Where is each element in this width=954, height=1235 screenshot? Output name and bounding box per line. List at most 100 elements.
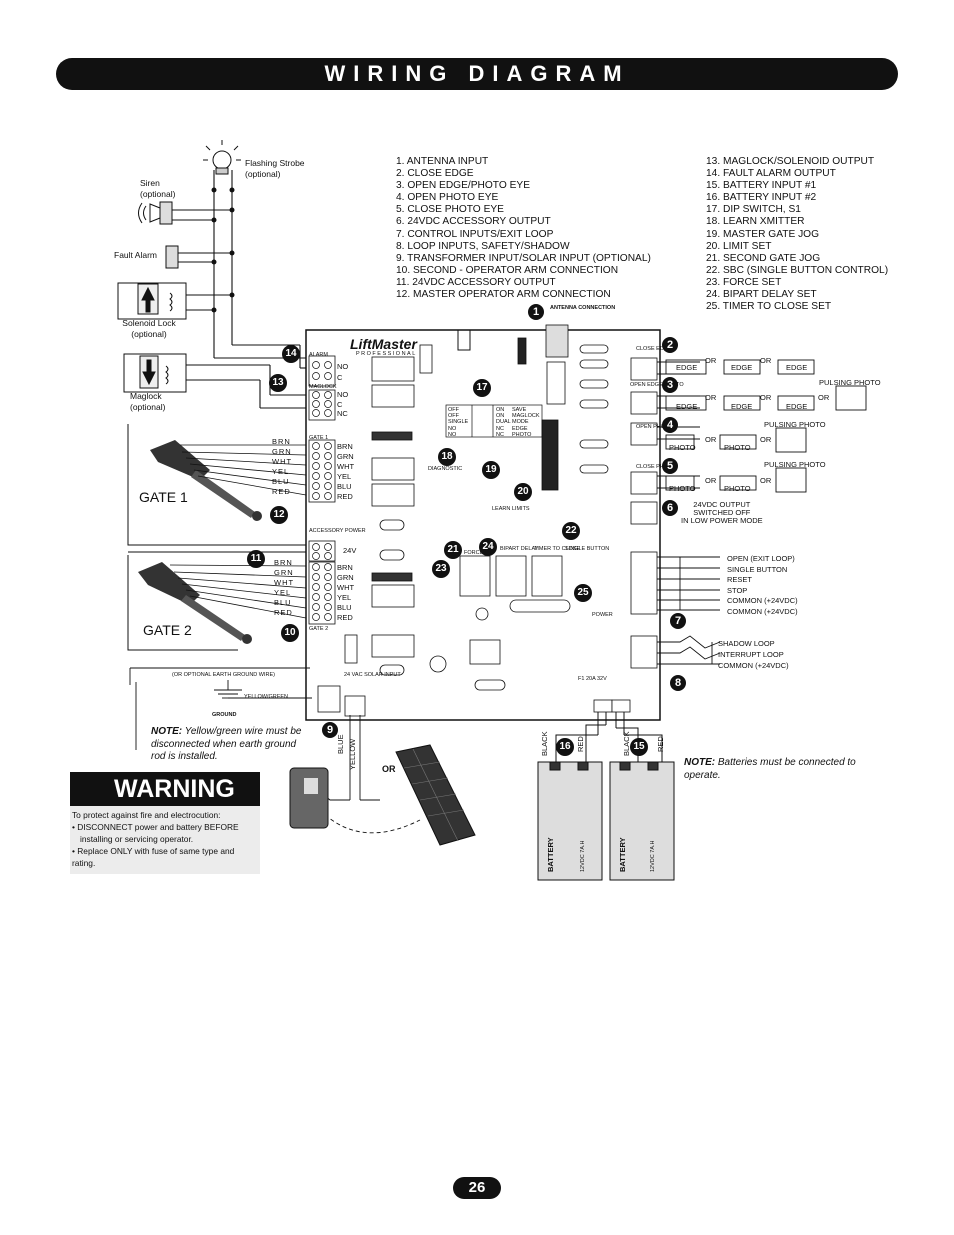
or-label: OR bbox=[705, 393, 717, 402]
callout-badge: 6 bbox=[662, 500, 678, 516]
yellow-wire-label: YELLOW bbox=[348, 738, 357, 770]
siren-icon bbox=[138, 201, 173, 225]
photo-device-label: PHOTO bbox=[669, 443, 696, 452]
antenna-label: ANTENNA CONNECTION bbox=[550, 305, 616, 311]
board-components bbox=[317, 324, 609, 717]
gate2-label: GATE 2 bbox=[143, 622, 192, 638]
legend-item: 17. DIP SWITCH, S1 bbox=[706, 204, 801, 216]
callout-badge: 15 bbox=[630, 738, 648, 756]
legend-item: 8. LOOP INPUTS, SAFETY/SHADOW bbox=[396, 240, 570, 252]
legend-item: 13. MAGLOCK/SOLENOID OUTPUT bbox=[706, 156, 875, 167]
diagnostic-label: DIAGNOSTIC bbox=[428, 466, 463, 472]
legend-item: 3. OPEN EDGE/PHOTO EYE bbox=[396, 180, 530, 192]
callout-badge: 8 bbox=[670, 675, 686, 691]
gate2-operator-arm bbox=[127, 551, 307, 651]
legend-item: 19. MASTER GATE JOG bbox=[706, 228, 820, 240]
legend-item: 7. CONTROL INPUTS/EXIT LOOP bbox=[396, 228, 554, 240]
battery2-red-label: RED bbox=[576, 736, 585, 752]
solar-panel-icon bbox=[395, 744, 476, 846]
edge-device-label: EDGE bbox=[676, 402, 698, 411]
maglock-icon bbox=[123, 353, 187, 393]
accessory-power-label: ACCESSORY POWER bbox=[309, 528, 366, 534]
legend-item: 2. CLOSE EDGE bbox=[396, 168, 474, 180]
warning-header: WARNING bbox=[70, 772, 260, 806]
brand-logo: LiftMaster bbox=[350, 336, 417, 352]
battery2-spec: 12VDC 7A.H bbox=[580, 840, 586, 873]
fault-alarm-label: Fault Alarm bbox=[114, 250, 157, 260]
bipart-label: BIPART DELAY bbox=[500, 546, 539, 552]
legend-item: 12. MASTER OPERATOR ARM CONNECTION bbox=[396, 289, 611, 301]
callout-badge: 14 bbox=[282, 345, 300, 363]
earth-ground-label: (OR OPTIONAL EARTH GROUND WIRE) bbox=[172, 672, 275, 678]
callout-badge: 17 bbox=[473, 379, 491, 397]
page-number: 26 bbox=[453, 1177, 501, 1199]
legend-item: 11. 24VDC ACCESSORY OUTPUT bbox=[396, 276, 556, 288]
photo-device-label: PHOTO bbox=[724, 484, 751, 493]
or-label: OR bbox=[760, 356, 772, 365]
or-label: OR bbox=[760, 435, 772, 444]
close-edge-terminal: CLOSE EDGE bbox=[636, 346, 672, 352]
right-terminal-blocks bbox=[630, 357, 658, 669]
learn-limits-label: LEARN LIMITS bbox=[492, 506, 530, 512]
power-label: POWER bbox=[592, 612, 613, 618]
pulsing-photo-label: PULSING PHOTO bbox=[764, 420, 826, 429]
photo-device-label: PHOTO bbox=[669, 484, 696, 493]
callout-badge: 5 bbox=[662, 458, 678, 474]
ground-note: NOTE: Yellow/green wire must be disconne… bbox=[151, 726, 302, 762]
yellow-green-label: YELLOW/GREEN bbox=[244, 694, 289, 700]
pulsing-photo-label: PULSING PHOTO bbox=[764, 460, 826, 469]
battery2-black-label: BLACK bbox=[540, 731, 549, 756]
callout-badge: 2 bbox=[662, 337, 678, 353]
legend-item: 14. FAULT ALARM OUTPUT bbox=[706, 168, 836, 180]
or-power-label: OR bbox=[382, 764, 396, 774]
callout-badge: 11 bbox=[247, 550, 265, 568]
page-title: WIRING DIAGRAM bbox=[324, 61, 630, 86]
battery-note: NOTE: Batteries must be connected to ope… bbox=[684, 757, 856, 781]
callout-badge: 7 bbox=[670, 613, 686, 629]
edge-device-label: EDGE bbox=[786, 402, 808, 411]
battery-2 bbox=[537, 761, 603, 881]
or-label: OR bbox=[760, 393, 772, 402]
edge-device-label: EDGE bbox=[676, 363, 698, 372]
or-label: OR bbox=[760, 476, 772, 485]
siren-label: Siren(optional) bbox=[140, 178, 176, 199]
or-label: OR bbox=[705, 356, 717, 365]
blue-wire-label: BLUE bbox=[336, 734, 345, 754]
or-label: OR bbox=[818, 393, 830, 402]
header-banner: WIRING DIAGRAM bbox=[56, 58, 898, 90]
transformer-icon bbox=[289, 767, 329, 829]
callout-badge: 21 bbox=[444, 541, 462, 559]
callout-badge: 13 bbox=[269, 374, 287, 392]
strobe-label: Flashing Strobe(optional) bbox=[245, 158, 305, 179]
accessory-wiring bbox=[170, 170, 306, 409]
callout-badge: 23 bbox=[432, 560, 450, 578]
battery2-name: BATTERY bbox=[546, 837, 555, 872]
fuse-label: F1 20A 32V bbox=[578, 676, 607, 682]
legend-item: 18. LEARN XMITTER bbox=[706, 216, 805, 228]
legend-item: 5. CLOSE PHOTO EYE bbox=[396, 204, 504, 216]
callout-badge: 12 bbox=[270, 506, 288, 524]
legend-item: 22. SBC (SINGLE BUTTON CONTROL) bbox=[706, 264, 889, 276]
battery1-red-label: RED bbox=[656, 736, 665, 752]
callout-badge: 25 bbox=[574, 584, 592, 602]
callout-badge: 3 bbox=[662, 377, 678, 393]
gate1-operator-arm bbox=[127, 424, 307, 546]
edge-device-label: EDGE bbox=[731, 402, 753, 411]
callout-badge: 24 bbox=[479, 538, 497, 556]
maglock-terminal-label: MAGLOCK bbox=[309, 384, 337, 390]
battery-connectors bbox=[593, 699, 631, 713]
alarm-terminal-label: ALARM bbox=[309, 352, 328, 358]
legend-item: 24. BIPART DELAY SET bbox=[706, 289, 817, 301]
battery1-spec: 12VDC 7A.H bbox=[650, 840, 656, 873]
legend-item: 16. BATTERY INPUT #2 bbox=[706, 192, 817, 204]
legend-item: 23. FORCE SET bbox=[706, 276, 782, 288]
gate2-terminal-label: GATE 2 bbox=[309, 626, 329, 632]
legend-item: 4. OPEN PHOTO EYE bbox=[396, 192, 499, 204]
gate1-label: GATE 1 bbox=[139, 489, 188, 505]
